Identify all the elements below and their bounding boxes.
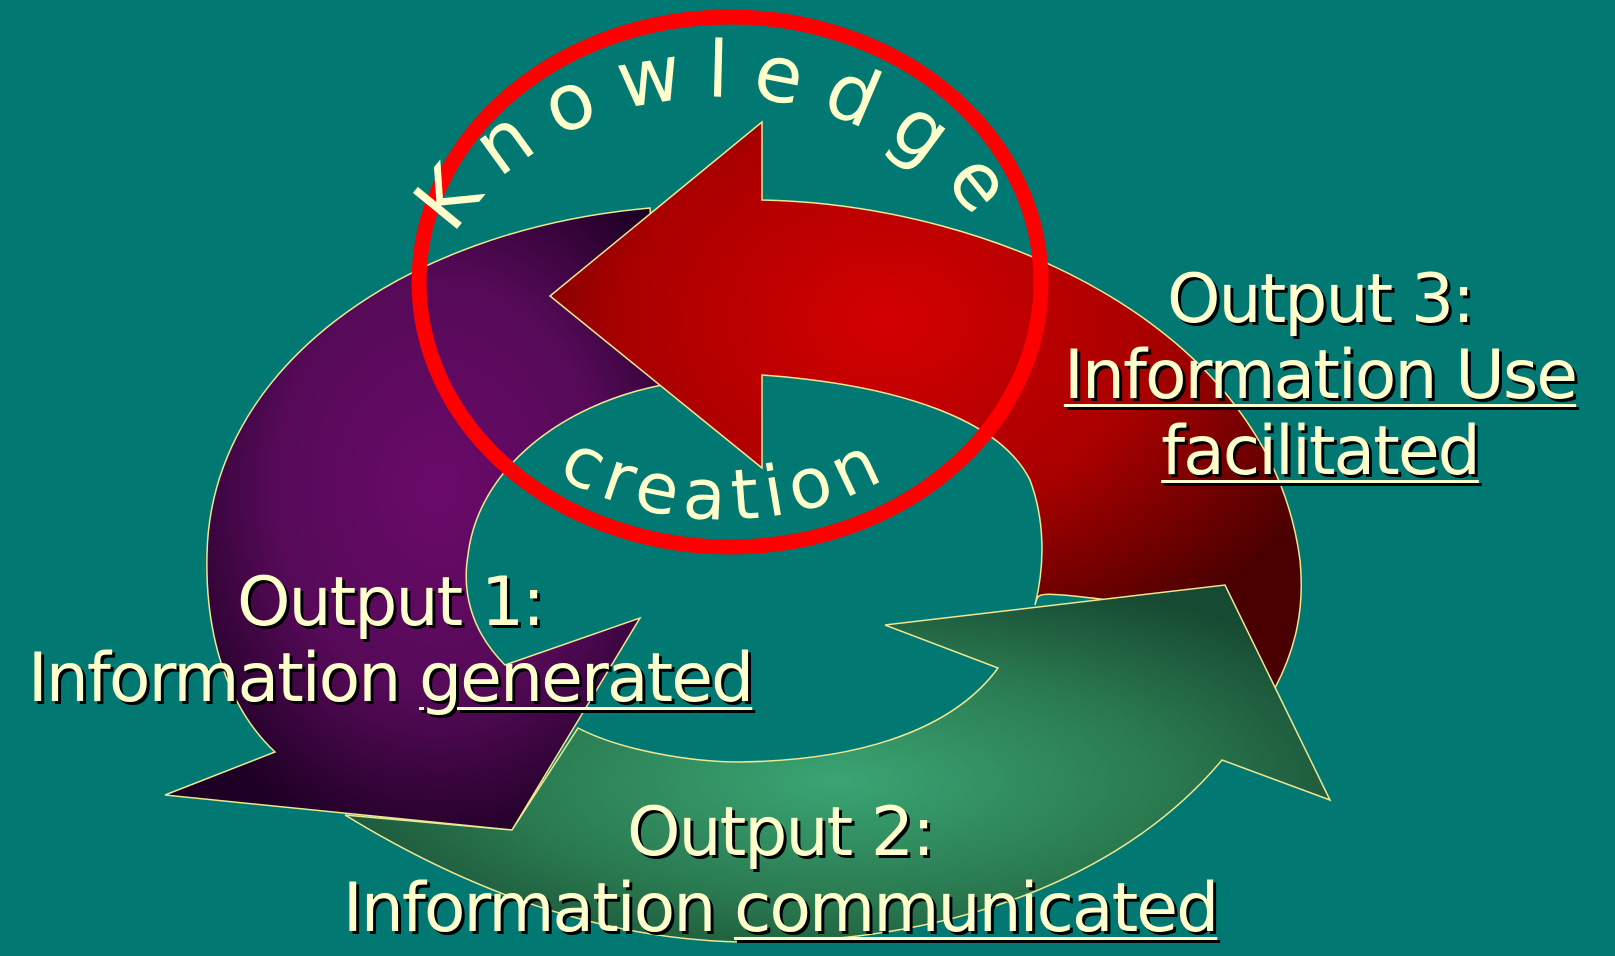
output-3-line-2: Information Use [1063, 336, 1578, 415]
output-1-title: Output 1: [237, 563, 545, 642]
output-3-line-3: facilitated [1161, 412, 1481, 491]
green-cycle-arrow [344, 584, 1332, 943]
knowledge-circle [411, 9, 1049, 555]
output-1-description: Information generated [10, 641, 770, 717]
red-cycle-arrow [548, 120, 1303, 690]
output-2-description: Information communicated [330, 871, 1230, 947]
output-3-title: Output 3: [1167, 260, 1475, 339]
output-2-emphasis: communicated [733, 869, 1219, 948]
output-2-prefix: Information [342, 869, 717, 948]
output-2-label: Output 2: Information communicated [330, 795, 1230, 947]
output-1-prefix: Information [27, 639, 402, 718]
output-1-label: Output 1: Information generated [10, 565, 770, 717]
purple-cycle-arrow [164, 207, 663, 831]
output-2-title: Output 2: [627, 793, 935, 872]
output-1-emphasis: generated [419, 639, 754, 718]
output-3-label: Output 3: Information Use facilitated [1040, 262, 1600, 490]
